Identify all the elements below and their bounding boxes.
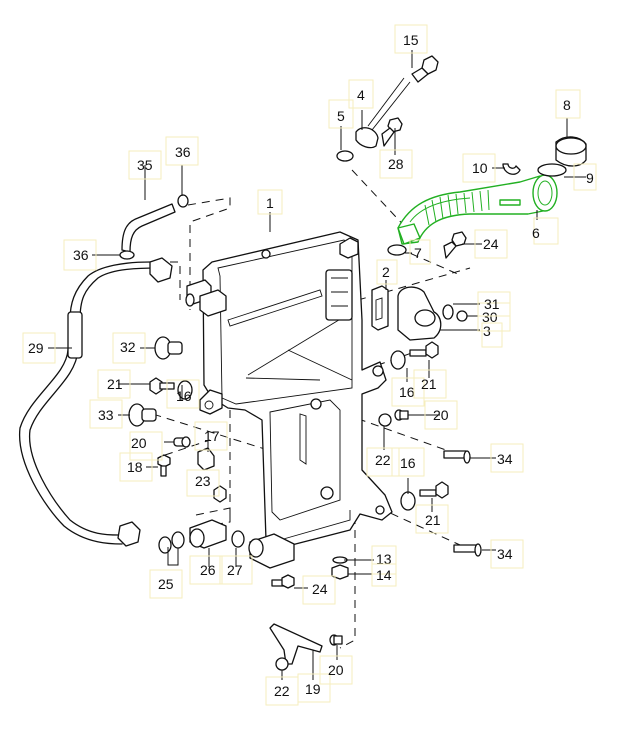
drain-plug-14[interactable] <box>331 564 349 580</box>
callout-5[interactable]: 5 <box>337 108 345 124</box>
return-fitting[interactable] <box>248 533 295 569</box>
seal-ring-31[interactable] <box>442 304 454 320</box>
neck-o-ring[interactable] <box>387 244 407 256</box>
callout-9[interactable]: 9 <box>586 170 594 186</box>
seal-25b[interactable] <box>171 531 185 549</box>
oil-line[interactable] <box>19 257 173 547</box>
bushing-16-mid[interactable] <box>390 350 406 370</box>
nut-30[interactable] <box>456 310 468 322</box>
callout-24-lower[interactable]: 24 <box>312 581 328 597</box>
spacer-20-lower[interactable] <box>329 634 343 646</box>
callout-14[interactable]: 14 <box>376 567 392 583</box>
callout-20-left[interactable]: 20 <box>131 435 147 451</box>
bushing-16-right[interactable] <box>400 491 416 511</box>
callout-35[interactable]: 35 <box>137 157 153 173</box>
bolt-21-right[interactable] <box>419 481 449 499</box>
hose-clamp-upper[interactable] <box>177 194 189 208</box>
elbow-fitting-26[interactable] <box>189 519 227 549</box>
callout-33[interactable]: 33 <box>98 407 114 423</box>
bolt-21-mid[interactable] <box>409 341 439 359</box>
leader-lines <box>48 50 586 680</box>
tank-fittings <box>185 279 227 317</box>
callout-15[interactable]: 15 <box>403 32 419 48</box>
callout-16-left[interactable]: 16 <box>176 388 192 404</box>
callout-13[interactable]: 13 <box>376 551 392 567</box>
callout-10[interactable]: 10 <box>472 160 488 176</box>
bolt-34-upper[interactable] <box>443 450 471 464</box>
spacer-20-left[interactable] <box>173 436 191 448</box>
callout-30[interactable]: 30 <box>482 309 498 325</box>
bracket-17[interactable] <box>197 447 215 471</box>
callout-34-upper[interactable]: 34 <box>497 451 513 467</box>
callout-23[interactable]: 23 <box>195 473 211 489</box>
callout-34-lower[interactable]: 34 <box>497 546 513 562</box>
callout-6[interactable]: 6 <box>532 225 540 241</box>
oil-level-sensor[interactable] <box>367 55 439 131</box>
hose-clamp-lower[interactable] <box>119 250 135 260</box>
spacer-20-mid[interactable] <box>394 409 409 421</box>
seal-25a[interactable] <box>158 536 172 554</box>
nut-22-lower[interactable] <box>275 657 289 671</box>
vent-hose[interactable] <box>121 203 176 253</box>
callout-21-mid[interactable]: 21 <box>421 376 437 392</box>
filler-cap[interactable] <box>555 136 587 167</box>
callout-20-mid[interactable]: 20 <box>433 407 449 423</box>
callout-18[interactable]: 18 <box>127 459 143 475</box>
callout-labels: 1 2 3 4 5 6 7 8 9 10 13 14 15 16 16 16 1… <box>22 24 597 706</box>
nut-22-mid[interactable] <box>378 413 392 427</box>
callout-19[interactable]: 19 <box>305 681 321 697</box>
banjo-fitting-33[interactable] <box>128 403 157 427</box>
callout-24-upper[interactable]: 24 <box>483 236 499 252</box>
callout-25[interactable]: 25 <box>158 576 174 592</box>
callout-32[interactable]: 32 <box>120 339 136 355</box>
retaining-clip[interactable] <box>502 163 521 175</box>
callout-16-mid[interactable]: 16 <box>399 384 415 400</box>
filler-neck-pipe[interactable] <box>397 174 558 245</box>
callout-27[interactable]: 27 <box>227 562 243 578</box>
callout-21-right[interactable]: 21 <box>425 512 441 528</box>
callout-20-lower[interactable]: 20 <box>328 662 344 678</box>
callout-17[interactable]: 17 <box>204 428 220 444</box>
callout-22-lower[interactable]: 22 <box>274 683 290 699</box>
bracket-19[interactable] <box>269 623 323 665</box>
callout-36-lower[interactable]: 36 <box>73 247 89 263</box>
callout-8[interactable]: 8 <box>563 97 571 113</box>
callout-29[interactable]: 29 <box>28 340 44 356</box>
callout-16-right[interactable]: 16 <box>400 455 416 471</box>
callout-1[interactable]: 1 <box>266 195 274 211</box>
callout-4[interactable]: 4 <box>357 87 365 103</box>
sensor-flange[interactable] <box>355 127 379 149</box>
bolt-28[interactable] <box>381 117 403 147</box>
callout-26[interactable]: 26 <box>200 562 216 578</box>
cap-seal[interactable] <box>537 163 567 177</box>
seal-27[interactable] <box>231 530 245 548</box>
callout-28[interactable]: 28 <box>388 156 404 172</box>
callout-7[interactable]: 7 <box>414 245 422 261</box>
callout-22-mid[interactable]: 22 <box>375 452 391 468</box>
bolt-23[interactable] <box>213 485 227 503</box>
callout-36-upper[interactable]: 36 <box>175 144 191 160</box>
bolt-24-upper[interactable] <box>443 231 467 259</box>
oil-tank[interactable] <box>199 231 393 549</box>
callout-21-left[interactable]: 21 <box>107 376 123 392</box>
bolt-24-lower[interactable] <box>271 574 295 589</box>
banjo-fitting-32[interactable] <box>154 336 183 360</box>
callout-2[interactable]: 2 <box>382 264 390 280</box>
thermostat-housing[interactable] <box>397 286 442 341</box>
callout-31[interactable]: 31 <box>484 296 500 312</box>
sensor-o-ring[interactable] <box>336 150 354 162</box>
bolt-34-lower[interactable] <box>453 543 482 557</box>
gasket[interactable] <box>371 285 389 331</box>
bolt-18[interactable] <box>157 454 171 477</box>
